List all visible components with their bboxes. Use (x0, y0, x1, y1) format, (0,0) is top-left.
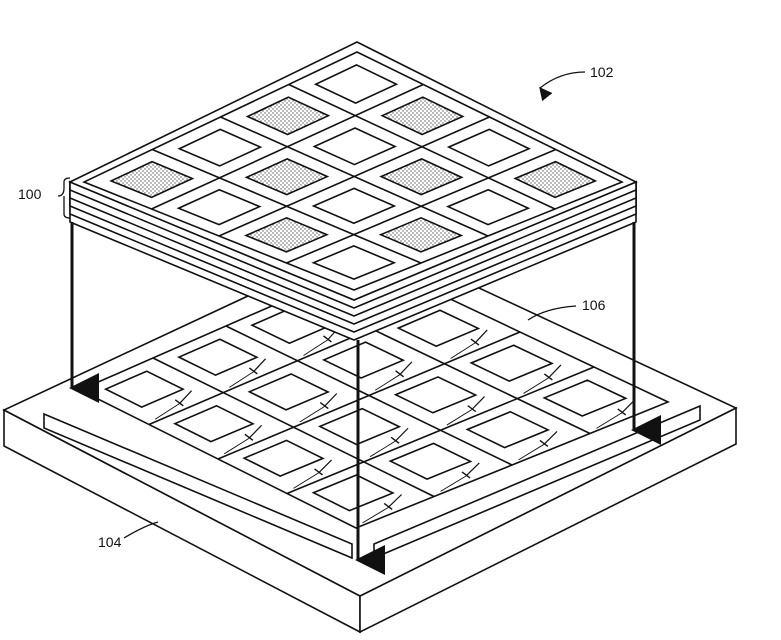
transistor-icon (314, 468, 323, 476)
transistor-icon (319, 402, 329, 410)
transistor-lead (369, 440, 396, 458)
transistor-icon (539, 439, 549, 448)
pixel-electrode (176, 338, 259, 377)
filter-pad-shaded (513, 160, 598, 199)
transistor-icon (323, 335, 332, 343)
transistor-lead (518, 444, 545, 461)
transistor-lead (154, 403, 180, 420)
transistor-lead (387, 494, 403, 508)
label-106: 106 (582, 297, 606, 313)
top-layer-face (68, 41, 638, 301)
transistor-lead (523, 377, 549, 394)
pixel-electrode (242, 439, 325, 478)
pixel-electrode (542, 379, 628, 417)
pixel-electrode (469, 344, 554, 383)
transistor-icon (244, 433, 254, 441)
filter-pad-clear (176, 188, 262, 226)
leader-104 (123, 521, 159, 539)
filter-pad-clear (446, 128, 531, 167)
transistor-lead (446, 409, 472, 426)
label-100: 100 (18, 186, 42, 202)
filter-pad-clear (313, 64, 399, 105)
filter-pad-shaded (380, 96, 465, 136)
circuit-array-106 (78, 261, 670, 529)
transistor-lead (394, 427, 409, 442)
filter-pad-shaded (243, 216, 329, 253)
filter-pad-clear (311, 245, 397, 281)
transistor-lead (293, 472, 319, 489)
filter-pad-shaded (245, 96, 331, 136)
pixel-electrode (393, 376, 478, 414)
transistor-icon (467, 405, 477, 413)
filter-pad-clear (177, 128, 263, 167)
filter-pad-shaded (379, 157, 464, 196)
transistor-lead (399, 361, 413, 376)
transistor-icon (395, 370, 405, 378)
transistor-icon (461, 471, 471, 479)
filter-pad-clear (445, 188, 531, 226)
transistor-icon (390, 436, 400, 444)
leader-102 (539, 71, 586, 102)
transistor-lead (178, 390, 193, 405)
transistor-lead (248, 424, 263, 439)
transistor-icon (248, 367, 258, 375)
filter-pad-shaded (378, 216, 464, 253)
circuit-grid-line (152, 357, 435, 498)
top-grid-line (286, 148, 557, 264)
top-grid-line (220, 116, 489, 237)
contact-strip-left (43, 412, 353, 560)
substrate-104 (2, 237, 738, 634)
filter-pad-shaded (244, 157, 330, 196)
pixel-electrode (247, 373, 331, 411)
transistor-lead (229, 371, 254, 388)
transistor-lead (374, 374, 400, 391)
transistor-lead (323, 393, 338, 407)
pixel-electrode (465, 410, 551, 449)
pixel-electrode (103, 370, 185, 408)
pixel-electrode (321, 341, 406, 379)
top-grid-line (151, 148, 422, 264)
transistor-lead (252, 358, 266, 373)
transistor-icon (617, 408, 627, 416)
transistor-lead (224, 437, 250, 455)
transistor-icon (470, 338, 480, 346)
pixel-electrode (311, 474, 395, 512)
transistor-icon (174, 399, 184, 407)
filter-pad-clear (312, 127, 397, 166)
transistor-lead (362, 507, 389, 524)
filter-pad-shaded (109, 160, 195, 199)
leader-lines (57, 71, 586, 539)
leader-106 (527, 305, 577, 321)
circuit-grid-line (225, 325, 513, 466)
filter-pad-clear (311, 187, 397, 225)
transistor-lead (440, 475, 467, 492)
top-layer-inner-border (82, 51, 624, 291)
transistor-icon (543, 373, 553, 381)
transistor-lead (471, 396, 485, 411)
pixel-electrode (388, 442, 473, 480)
pixel-electrode (173, 404, 255, 443)
transistor-lead (318, 459, 333, 474)
transistor-lead (547, 364, 562, 379)
transistor-lead (303, 339, 328, 356)
pixel-electrode (396, 309, 481, 348)
transistor-lead (450, 342, 476, 359)
transistor-lead (596, 412, 622, 429)
transistor-lead (474, 329, 488, 344)
label-104: 104 (98, 534, 122, 550)
transistor-lead (465, 462, 480, 477)
circuit-grid-line (286, 366, 595, 495)
brace-100 (57, 177, 71, 219)
layer-stack-100 (68, 41, 638, 341)
transistor-lead (299, 406, 325, 423)
label-102: 102 (590, 64, 614, 80)
transistor-lead (543, 431, 558, 445)
transistor-icon (383, 502, 393, 511)
projection-arrows (69, 222, 661, 575)
